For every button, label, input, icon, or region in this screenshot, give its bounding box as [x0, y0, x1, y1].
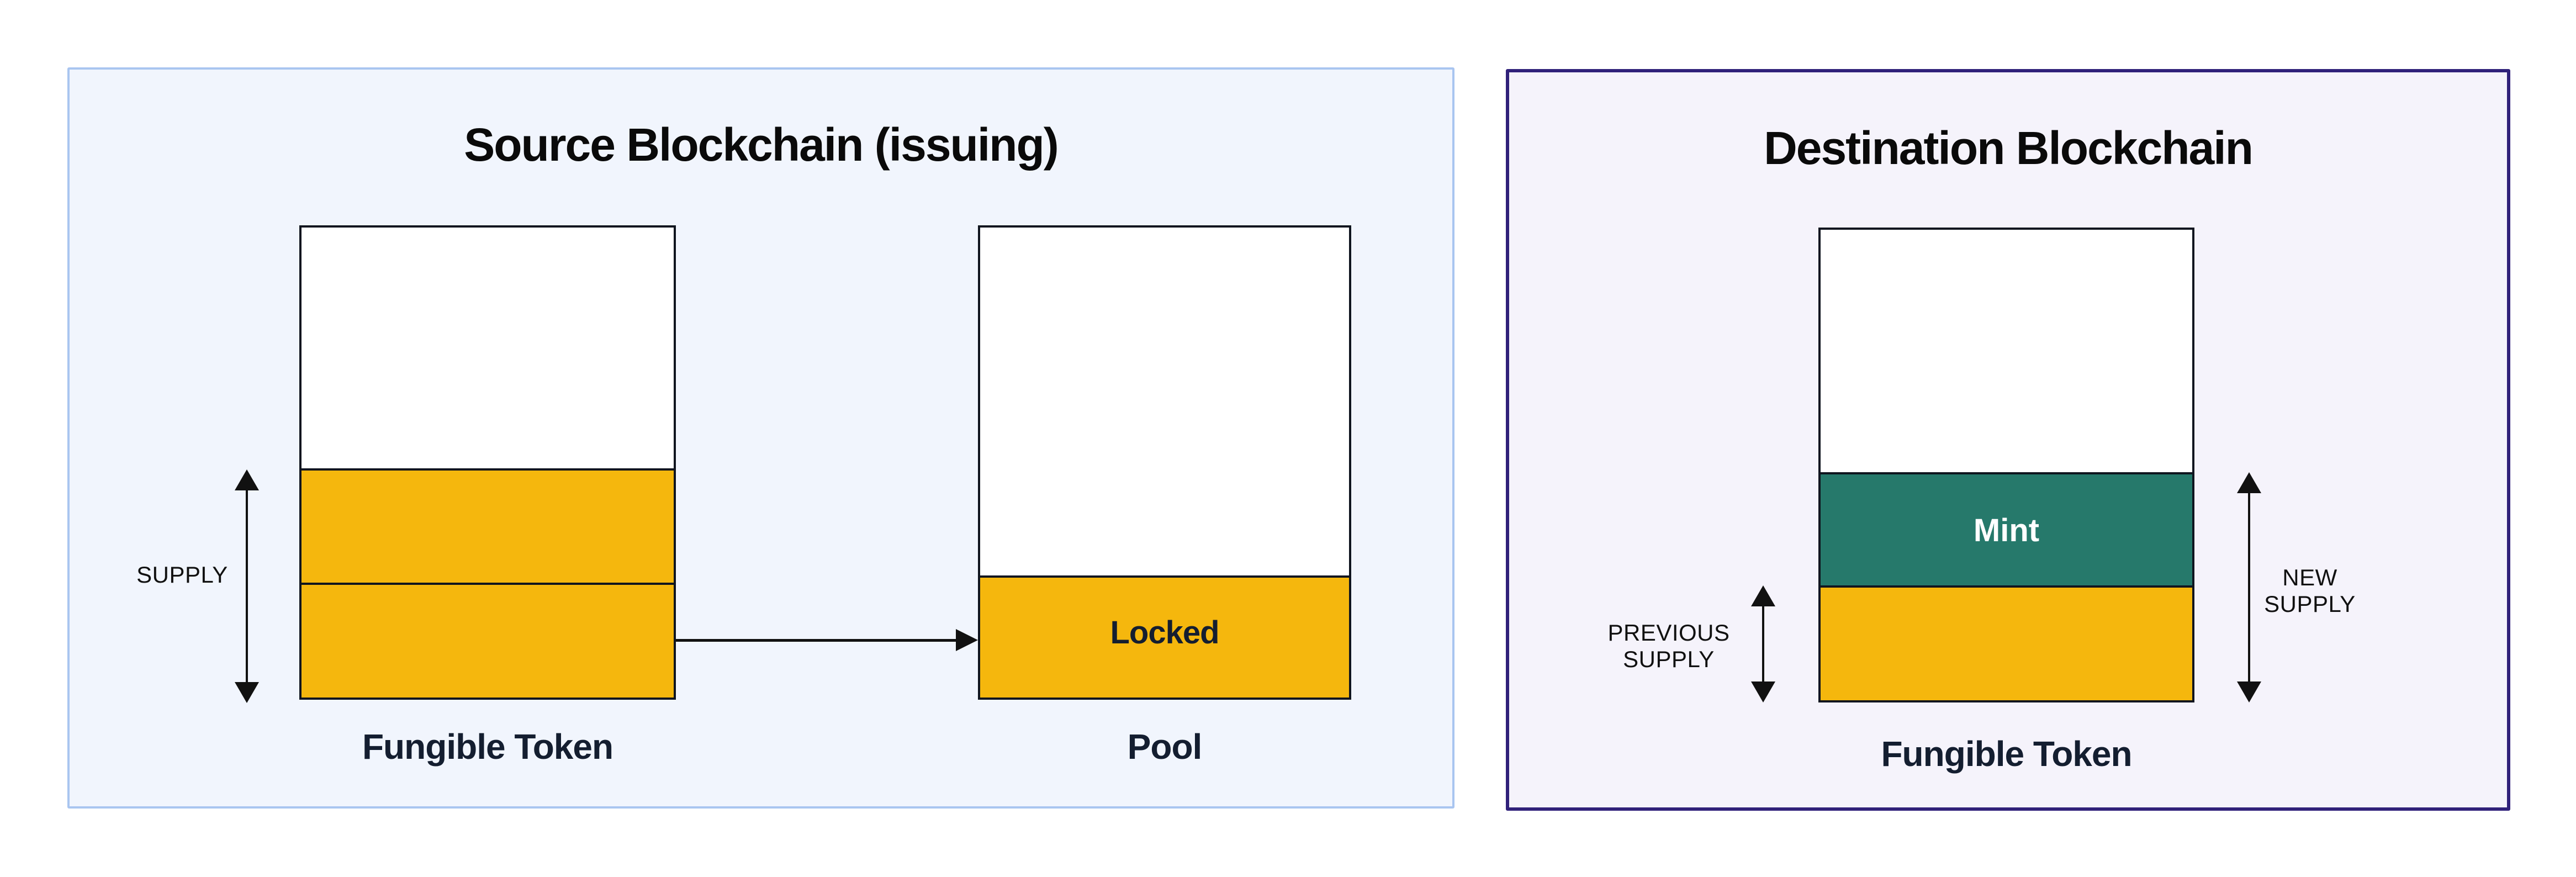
new-supply-range-arrow-icon	[2237, 472, 2261, 702]
destination-panel-title: Destination Blockchain	[1764, 122, 2254, 174]
arrow-line	[1762, 595, 1764, 693]
destination-fungible-token-box: Mint	[1818, 228, 2194, 702]
arrow-right-icon	[956, 629, 978, 651]
source-blockchain-panel: Source Blockchain (issuing) SUPPLY Locke…	[67, 67, 1454, 809]
pool-label: Pool	[1127, 727, 1203, 767]
pool-box: Locked	[978, 225, 1351, 700]
source-supply-lower-segment	[301, 583, 674, 698]
arrow-line	[246, 479, 248, 693]
arrow-line	[2248, 482, 2250, 693]
previous-supply-segment	[1821, 585, 2192, 700]
destination-fungible-token-label: Fungible Token	[1881, 734, 2132, 774]
source-fungible-token-box	[299, 225, 676, 700]
arrow-down-icon	[2237, 681, 2261, 702]
previous-supply-label: PREVIOUS SUPPLY	[1558, 620, 1779, 673]
destination-blockchain-panel: Destination Blockchain Mint PREVIOUS SUP…	[1506, 69, 2510, 811]
arrow-down-icon	[1751, 681, 1775, 702]
new-supply-label-line2: SUPPLY	[2264, 591, 2356, 617]
new-supply-label-line1: NEW	[2282, 564, 2337, 590]
new-supply-label: NEW SUPPLY	[2199, 564, 2420, 617]
supply-range-arrow-icon	[235, 469, 259, 703]
source-supply-upper-segment	[301, 468, 674, 583]
mint-label: Mint	[1973, 513, 2040, 548]
arrow-line	[676, 639, 959, 642]
source-unissued-segment	[301, 228, 674, 468]
previous-supply-label-line2: SUPPLY	[1623, 646, 1715, 672]
previous-supply-range-arrow-icon	[1751, 585, 1775, 702]
locked-label: Locked	[1110, 615, 1219, 651]
supply-label: SUPPLY	[136, 562, 228, 588]
source-fungible-token-label: Fungible Token	[362, 727, 613, 767]
source-panel-title: Source Blockchain (issuing)	[464, 119, 1059, 171]
arrow-down-icon	[235, 682, 259, 703]
pool-locked-segment: Locked	[980, 575, 1349, 698]
previous-supply-label-line1: PREVIOUS	[1607, 620, 1730, 646]
mint-segment: Mint	[1821, 472, 2192, 585]
destination-unissued-segment	[1821, 230, 2192, 472]
lock-transfer-arrow-icon	[676, 628, 978, 652]
pool-empty-segment	[980, 228, 1349, 575]
